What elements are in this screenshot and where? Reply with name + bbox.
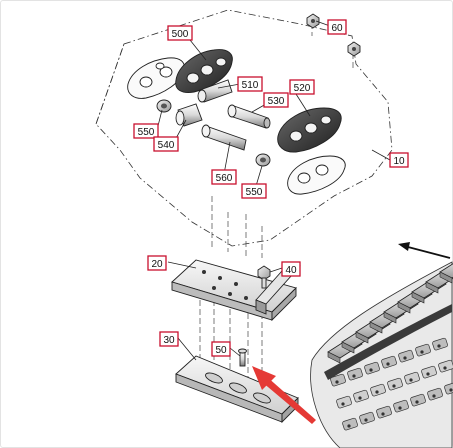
assembly-boundary-upper xyxy=(95,9,393,247)
pin-part-510 xyxy=(197,79,233,103)
pointer-arrow-black-icon xyxy=(398,242,451,259)
svg-text:60: 60 xyxy=(331,23,343,34)
svg-text:550: 550 xyxy=(246,187,263,198)
bolt-part-40 xyxy=(257,265,271,289)
svg-text:560: 560 xyxy=(216,173,233,184)
washer-part-550-lower xyxy=(255,153,271,167)
callout-520: 520 xyxy=(289,79,315,95)
svg-text:550: 550 xyxy=(138,127,155,138)
svg-text:50: 50 xyxy=(215,345,227,356)
callout-550-upper: 550 xyxy=(133,123,159,139)
nut-part-60 xyxy=(306,13,361,57)
svg-text:500: 500 xyxy=(172,29,189,40)
callout-540: 540 xyxy=(153,136,179,152)
svg-text:540: 540 xyxy=(158,140,175,151)
callout-550-lower: 550 xyxy=(241,183,267,199)
svg-text:30: 30 xyxy=(163,335,175,346)
svg-text:530: 530 xyxy=(268,96,285,107)
chain-link-500 xyxy=(175,49,233,93)
callout-500: 500 xyxy=(167,25,193,41)
svg-text:510: 510 xyxy=(242,80,259,91)
pointer-arrow-red-icon xyxy=(252,366,316,424)
washer-part-550-upper xyxy=(156,99,172,113)
chain-link-left xyxy=(127,57,185,99)
callout-60: 60 xyxy=(327,19,347,35)
screw-part-50 xyxy=(238,348,247,367)
bushing-part-540 xyxy=(175,103,203,127)
track-assembly-image xyxy=(310,261,453,448)
chain-link-right xyxy=(287,155,346,195)
callout-20: 20 xyxy=(147,255,167,271)
svg-text:10: 10 xyxy=(393,156,405,167)
svg-text:40: 40 xyxy=(285,265,297,276)
callout-40: 40 xyxy=(281,261,301,277)
callout-30: 30 xyxy=(159,331,179,347)
callout-510: 510 xyxy=(237,76,263,92)
pin-part-560 xyxy=(201,124,247,151)
svg-text:520: 520 xyxy=(294,83,311,94)
svg-text:20: 20 xyxy=(151,259,163,270)
callout-530: 530 xyxy=(263,92,289,108)
callout-10: 10 xyxy=(389,152,409,168)
callout-50: 50 xyxy=(211,341,231,357)
shoe-plate-part-20 xyxy=(171,259,301,322)
callout-560: 560 xyxy=(211,169,237,185)
pin-part-530 xyxy=(227,104,271,129)
